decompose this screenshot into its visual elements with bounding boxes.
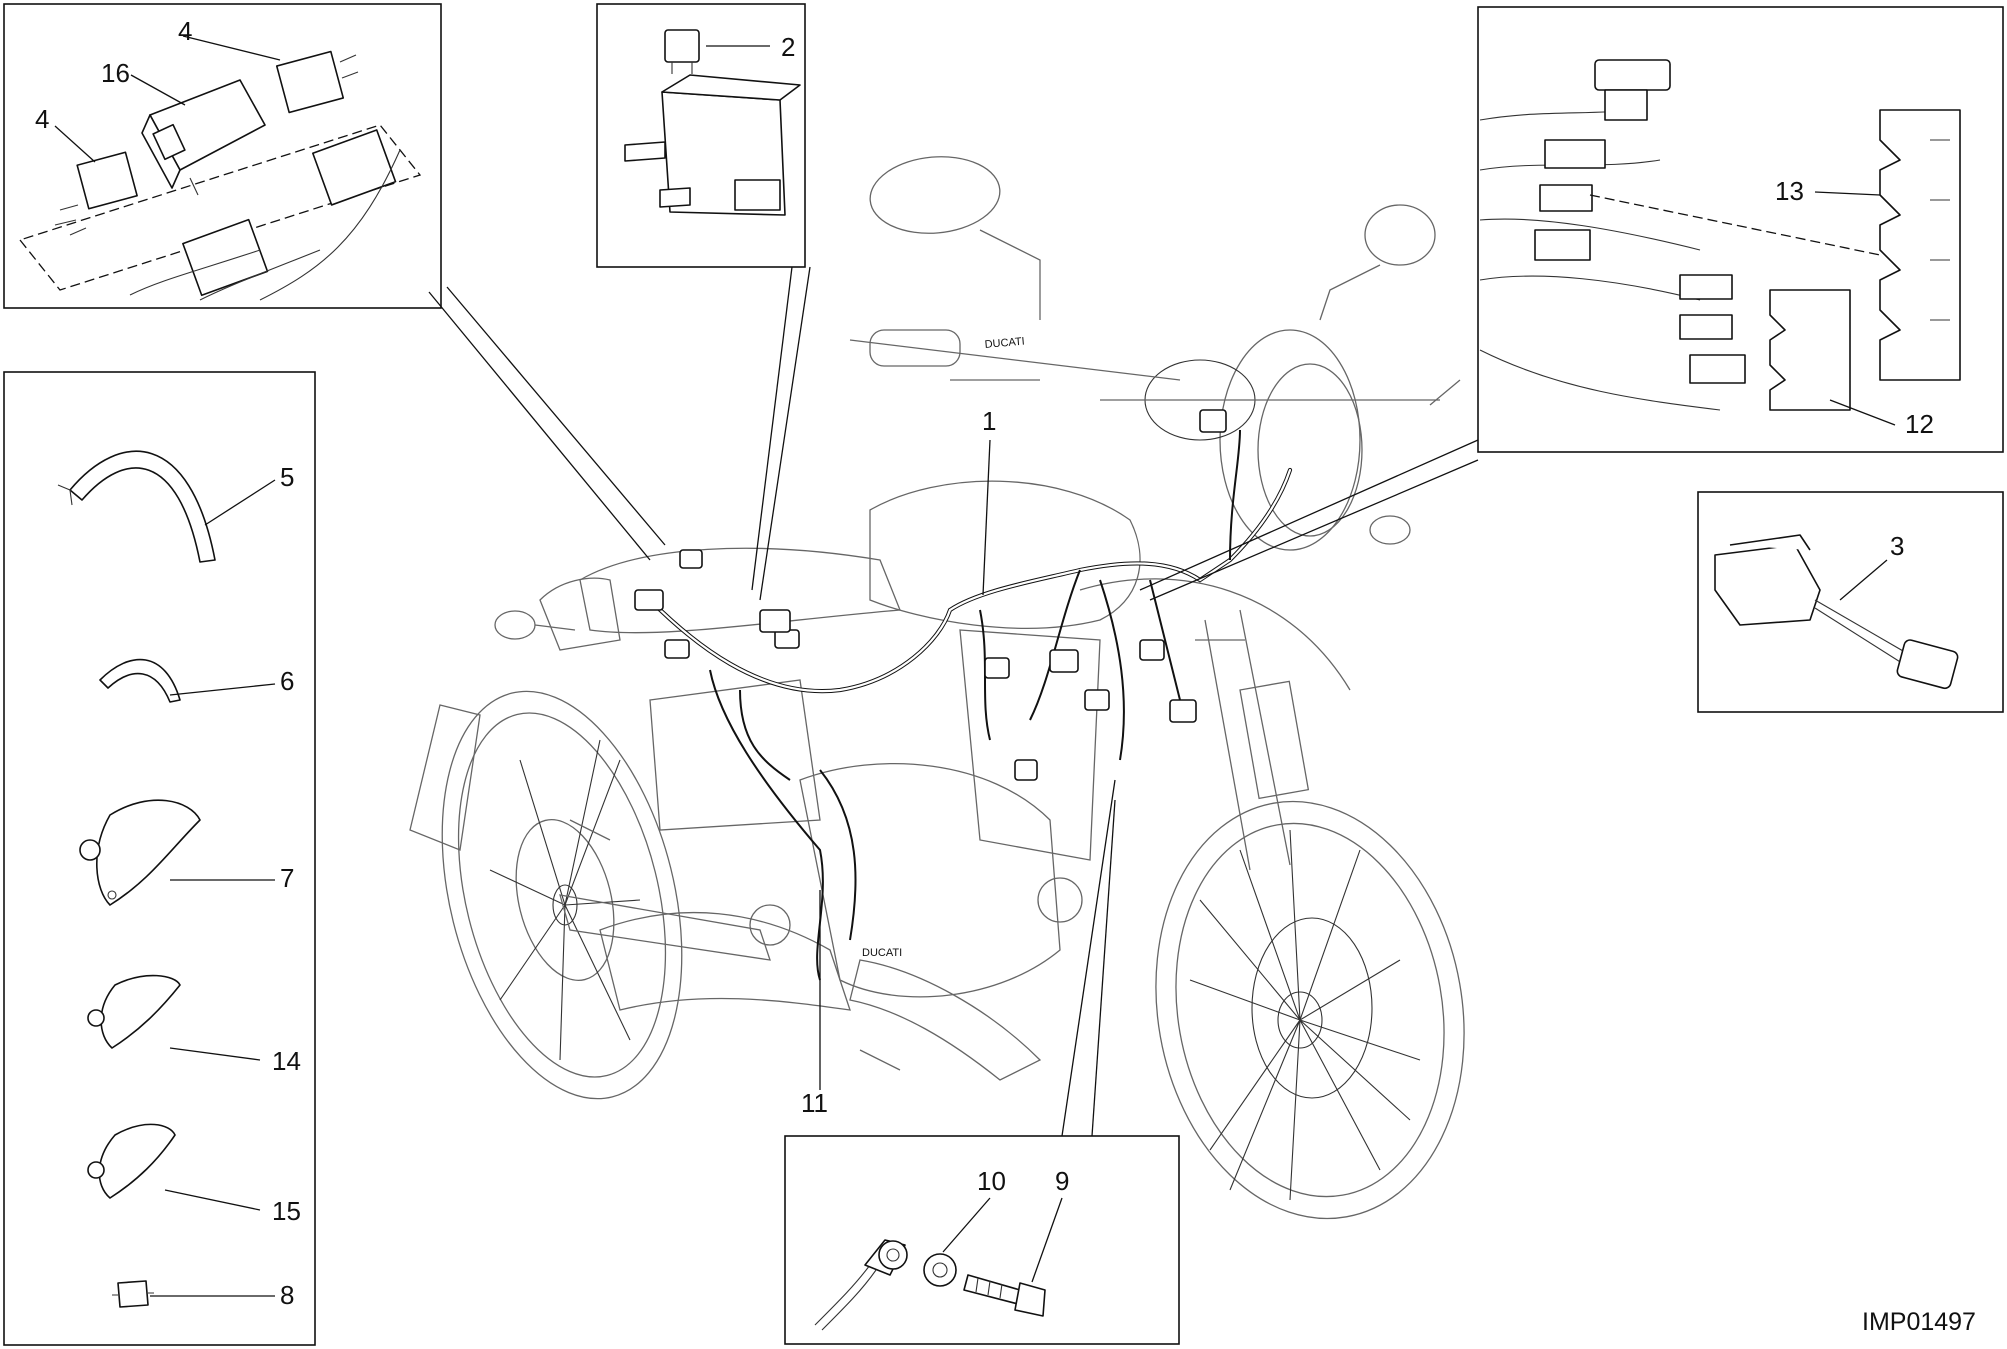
center-leader-lines: [428, 266, 1479, 1137]
panel-clamps-frame: [3, 371, 316, 1346]
callout-1: 1: [982, 406, 996, 436]
panel-test-frame: [1697, 491, 2004, 713]
panel-fuse-module: 2: [596, 3, 806, 268]
flasher-unit: [141, 79, 266, 196]
callout-4-top: 4: [178, 16, 192, 46]
cable-clamp-large: [79, 799, 201, 906]
callout-2: 2: [781, 32, 795, 62]
callout-12: 12: [1905, 409, 1934, 439]
relay-socket-left: [129, 218, 321, 301]
connector-holder-large: [1879, 109, 1961, 381]
panel-fuse-frame: [596, 3, 806, 268]
callout-14: 14: [272, 1046, 301, 1076]
panel-connector-frame: [1477, 6, 2004, 453]
serrated-washer: [923, 1253, 957, 1287]
panel-test-connector: 3: [1697, 491, 2004, 713]
brand-marking-tank: DUCATI: [984, 336, 1025, 351]
panel-relays: 4 16 4: [3, 3, 442, 309]
callout-6: 6: [280, 666, 294, 696]
callout-7: 7: [280, 863, 294, 893]
cable-strap-short: [99, 658, 181, 703]
connector-cluster: [1479, 59, 1746, 411]
harness-connectors: [634, 409, 1227, 781]
callout-11: 11: [801, 1088, 828, 1118]
relay-top: [275, 50, 359, 114]
panel-connector-holders: 13 12: [1477, 6, 2004, 453]
panel-ground-frame: [784, 1135, 1180, 1345]
callout-5: 5: [280, 462, 294, 492]
panel-relays-frame: [3, 3, 442, 309]
relay-small: [54, 151, 138, 236]
ground-cable: [814, 1239, 908, 1331]
panel-ground-screw: 10 9: [784, 1135, 1180, 1345]
front-wheel-spokes: [1189, 829, 1421, 1201]
callout-10: 10: [977, 1166, 1006, 1196]
rubber-plug: [112, 1280, 154, 1308]
callout-4-left: 4: [35, 104, 49, 134]
drawing-code: IMP01497: [1862, 1308, 1976, 1336]
panel-clamps: 5 6 7 14 15 8: [3, 371, 316, 1346]
rear-wheel-spokes: [489, 739, 641, 1061]
callout-15: 15: [272, 1196, 301, 1226]
fuse: [664, 29, 700, 74]
motorcycle-illustration: DUCATI DUCATI: [409, 156, 1465, 1220]
cable-strap-long: [57, 450, 216, 563]
callout-8: 8: [280, 1280, 294, 1310]
callout-9: 9: [1055, 1166, 1069, 1196]
callout-16: 16: [101, 58, 130, 88]
connector-holder-small: [1769, 289, 1851, 411]
control-module: [624, 74, 801, 216]
callout-13: 13: [1775, 176, 1804, 206]
relay-socket-right: [259, 129, 401, 301]
cable-clamp-small: [87, 1123, 176, 1199]
cable-clamp-medium: [87, 974, 181, 1049]
ground-screw: [963, 1274, 1046, 1317]
callout-3: 3: [1890, 531, 1904, 561]
brand-marking-engine: DUCATI: [862, 947, 902, 959]
diagnostic-connector: [1714, 534, 1959, 690]
